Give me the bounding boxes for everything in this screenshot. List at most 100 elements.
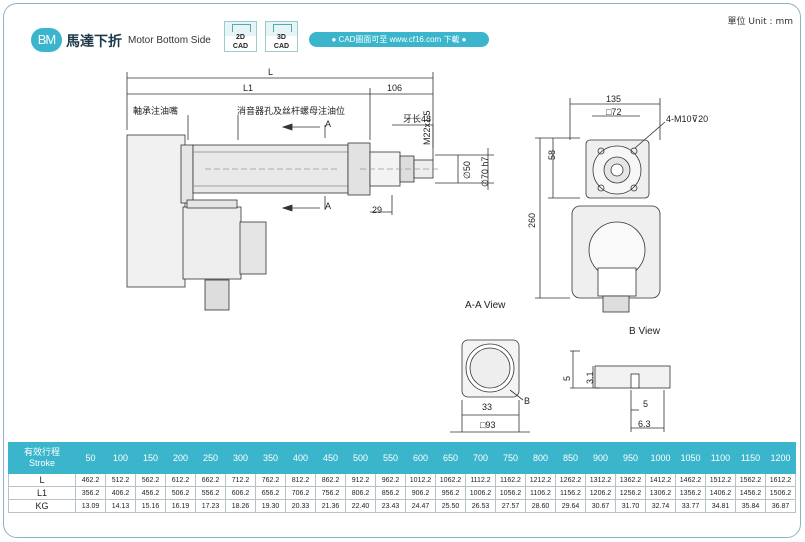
table-cell: 1006.2	[465, 486, 496, 500]
table-cell: 32.74	[645, 499, 676, 513]
table-cell: 27.57	[495, 499, 526, 513]
table-cell: 20.33	[285, 499, 316, 513]
table-cell: 612.2	[165, 473, 196, 487]
series-badge: BM	[31, 28, 62, 52]
table-cell: 1056.2	[495, 486, 526, 500]
table-cell: 1412.2	[645, 473, 676, 487]
table-cell: 656.2	[255, 486, 286, 500]
table-cell: 462.2	[75, 473, 106, 487]
table-cell: 1506.2	[765, 486, 796, 500]
table-cell: 762.2	[255, 473, 286, 487]
row-label: L	[8, 473, 76, 487]
stroke-header-cell: 1150	[735, 442, 766, 474]
stroke-header-cell: 250	[195, 442, 226, 474]
dim-260-label: 260	[527, 212, 537, 228]
table-cell: 1212.2	[525, 473, 556, 487]
page-subtitle: Motor Bottom Side	[128, 35, 211, 46]
stroke-header-cell: 100	[105, 442, 136, 474]
table-cell: 712.2	[225, 473, 256, 487]
dim-3-1-label: 3.1	[585, 371, 595, 384]
table-cell: 19.30	[255, 499, 286, 513]
table-cell: 1562.2	[735, 473, 766, 487]
cad-2d-button[interactable]: 2D CAD	[224, 21, 257, 52]
table-cell: 556.2	[195, 486, 226, 500]
table-cell: 13.09	[75, 499, 106, 513]
table-cell: 25.50	[435, 499, 466, 513]
stroke-header-cell: 1000	[645, 442, 676, 474]
section-b-view	[570, 350, 671, 432]
stroke-header-cell: 850	[555, 442, 586, 474]
stroke-header-cell: 800	[525, 442, 556, 474]
table-cell: 1206.2	[585, 486, 616, 500]
thread-length-label: 牙长48	[403, 114, 432, 124]
dia-70-label: ∅70 h7	[480, 156, 490, 187]
table-cell: 912.2	[345, 473, 376, 487]
stroke-header-cell: 1100	[705, 442, 736, 474]
stroke-header-cell: 450	[315, 442, 346, 474]
table-cell: 14.13	[105, 499, 136, 513]
dia-50-label: ∅50	[462, 161, 472, 179]
page-frame	[3, 3, 801, 538]
row-label: L1	[8, 486, 76, 500]
table-cell: 1306.2	[645, 486, 676, 500]
cad-3d-button[interactable]: 3D CAD	[265, 21, 298, 52]
table-cell: 15.16	[135, 499, 166, 513]
section-a-bottom-label: A	[325, 201, 332, 211]
servo-motor	[182, 206, 242, 280]
section-a-top-label: A	[325, 119, 332, 129]
table-cell: 1106.2	[525, 486, 556, 500]
header-label-en: Stroke	[28, 458, 55, 468]
dim-5-horizontal-label: 5	[643, 399, 649, 409]
front-end-cap	[347, 142, 371, 196]
table-cell: 31.70	[615, 499, 646, 513]
dim-29-label: 29	[372, 205, 383, 215]
b-view-title: B View	[629, 326, 660, 337]
front-view	[535, 98, 666, 313]
motor-connector-box	[239, 221, 267, 275]
table-cell: 506.2	[165, 486, 196, 500]
table-cell: 1312.2	[585, 473, 616, 487]
table-cell: 662.2	[195, 473, 226, 487]
table-cell: 806.2	[345, 486, 376, 500]
stroke-header-cell: 750	[495, 442, 526, 474]
table-cell: 812.2	[285, 473, 316, 487]
stroke-header-cell: 50	[75, 442, 106, 474]
table-cell: 36.87	[765, 499, 796, 513]
table-cell: 856.2	[375, 486, 406, 500]
table-cell: 18.26	[225, 499, 256, 513]
row-label: KG	[8, 499, 76, 513]
table-cell: 22.40	[345, 499, 376, 513]
aa-view-title: A-A View	[465, 300, 506, 311]
table-cell: 1256.2	[615, 486, 646, 500]
stroke-header-cell: 950	[615, 442, 646, 474]
table-cell: 406.2	[105, 486, 136, 500]
dim-135-label: 135	[606, 94, 622, 104]
square-72-label: □72	[606, 107, 622, 117]
cad-3d-line2: CAD	[273, 43, 290, 50]
table-cell: 356.2	[75, 486, 106, 500]
stroke-header-cell: 900	[585, 442, 616, 474]
cad-download-link[interactable]: ● CAD圖面可至 www.cf16.com 下載 ●	[309, 32, 489, 47]
stroke-header-cell: 650	[435, 442, 466, 474]
unit-label: 單位 Unit : mm	[727, 17, 793, 27]
table-cell: 1062.2	[435, 473, 466, 487]
dim-5-vertical-label: 5	[562, 375, 572, 381]
thread-spec-label: M22x1.5	[422, 110, 432, 145]
table-cell: 24.47	[405, 499, 436, 513]
square-93-label: □93	[480, 420, 496, 430]
header-label-zh: 有效行程	[23, 447, 60, 457]
stroke-header-cell: 550	[375, 442, 406, 474]
table-cell: 1456.2	[735, 486, 766, 500]
table-cell: 962.2	[375, 473, 406, 487]
dim-L-label: L	[268, 67, 274, 77]
table-cell: 562.2	[135, 473, 166, 487]
table-cell: 706.2	[285, 486, 316, 500]
table-cell: 26.53	[465, 499, 496, 513]
table-cell: 28.60	[525, 499, 556, 513]
table-cell: 1112.2	[465, 473, 496, 487]
table-cell: 1156.2	[555, 486, 586, 500]
